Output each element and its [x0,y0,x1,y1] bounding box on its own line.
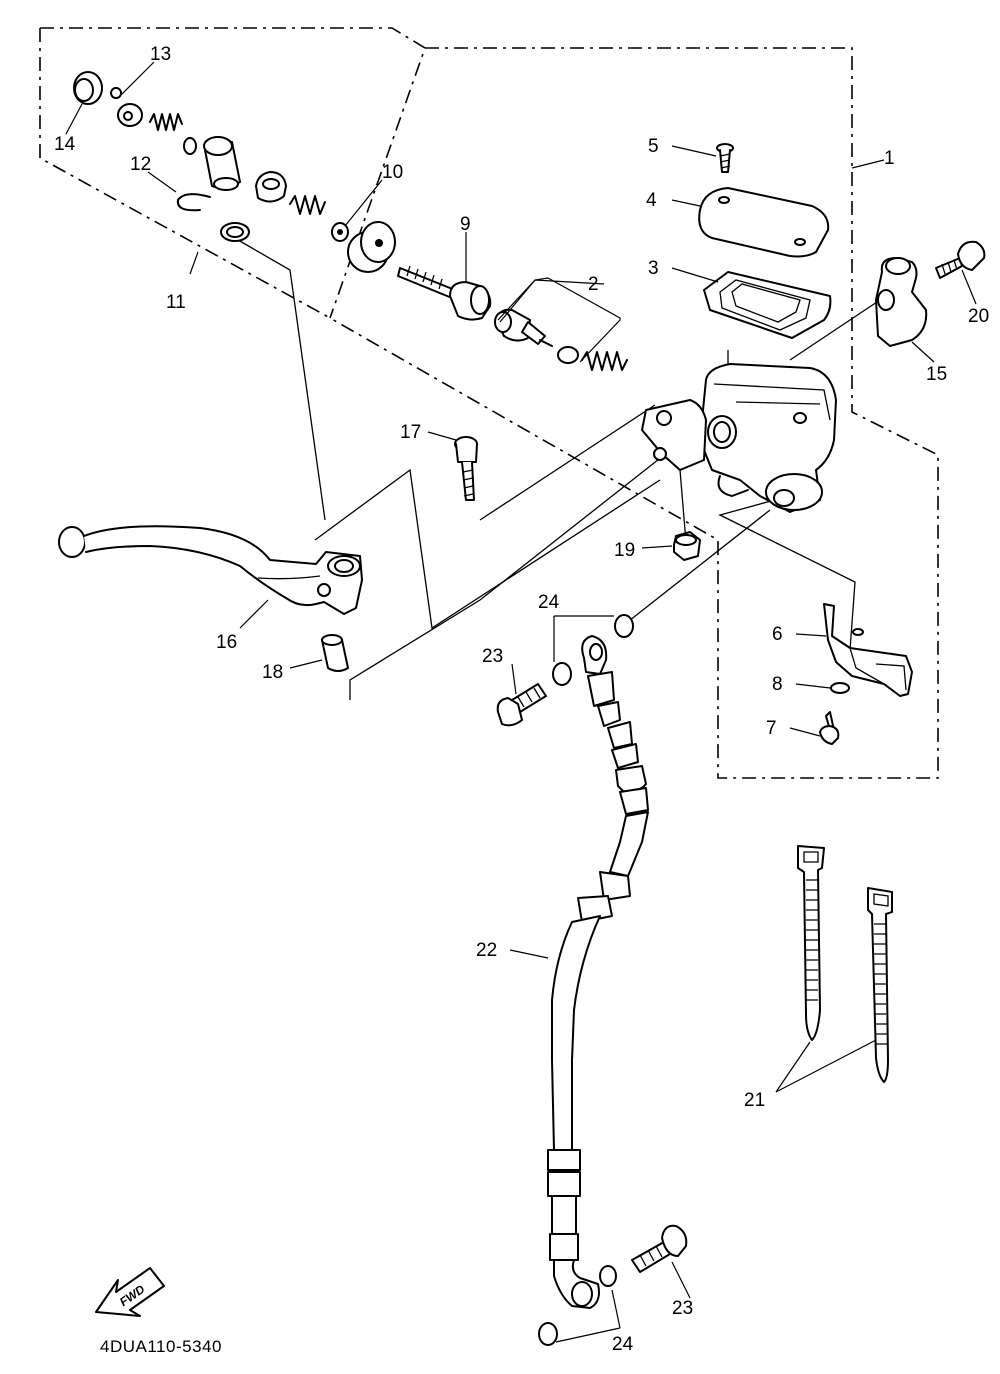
part-2-spring [581,351,628,371]
part-12-clip [176,193,211,212]
part-21-cable-tie-left [797,845,825,1041]
part-23-union-bolt-lower [631,1224,688,1273]
part-7-screw [819,711,840,745]
callout-3: 3 [648,258,659,279]
callout-22: 22 [476,940,497,961]
part-16-lever [58,525,363,615]
callout-15: 15 [926,364,947,385]
callout-16: 16 [216,632,237,653]
callout-17: 17 [400,422,421,443]
part-1-master-cylinder [641,363,837,513]
part-3-diaphragm [703,271,832,339]
knob-nut [255,171,287,203]
part-23-union-bolt-upper [496,683,547,727]
part-5-screw [716,143,734,173]
part-2-piston [494,308,553,347]
part-17-bolt [454,436,478,501]
callout-10: 10 [382,162,403,183]
group-boundary-1 [329,47,939,779]
part-24-washer-lower [538,1265,617,1346]
callout-2: 2 [588,274,599,295]
callout-11: 11 [166,292,186,313]
callout-7: 7 [766,718,777,739]
part-2-cup [557,346,579,364]
small-spring [149,113,183,131]
callout-9: 9 [460,214,471,235]
callout-12: 12 [130,154,151,175]
callout-14: 14 [54,134,76,155]
callout-23-upper: 23 [482,646,503,667]
callout-4: 4 [646,190,657,211]
part-20-bolt [935,240,986,279]
callout-23-lower: 23 [672,1298,693,1319]
callout-24-lower: 24 [612,1334,634,1355]
callout-5: 5 [648,136,659,157]
part-24-washer-upper [552,614,634,686]
part-6-brake-switch [823,603,913,697]
o-ring [220,222,250,242]
part-15-holder [875,257,928,347]
diagram-code: 4DUA110-5340 [100,1337,222,1356]
part-22-brake-hose [547,635,649,1309]
adjuster-body [203,136,241,191]
part-19-nut [673,531,701,561]
part-10-boot [347,221,396,273]
part-21-cable-tie-right [867,887,893,1083]
part-4-reservoir-cap [698,187,830,258]
callout-1: 1 [884,148,895,169]
callout-24-upper: 24 [538,592,560,613]
part-10-nut [331,222,349,242]
small-washer [183,137,197,155]
callout-6: 6 [772,624,783,645]
callout-8: 8 [772,674,783,695]
part-9-pushrod [397,265,492,321]
callout-19: 19 [614,540,635,561]
callout-20: 20 [968,306,989,327]
leader-lines [65,61,977,1343]
adjuster-spring [289,195,326,215]
group-boundary-11 [39,27,426,319]
part-8-washer [830,682,850,694]
callout-13: 13 [150,44,171,65]
callout-18: 18 [262,662,283,683]
callout-21: 21 [744,1090,765,1111]
small-nut [117,103,143,127]
part-14-cap [73,71,103,105]
part-18-collar [321,634,349,672]
callout-labels: 1 2 3 4 5 6 7 8 9 10 11 12 13 14 15 16 1… [54,44,989,1355]
fwd-arrow-icon: FWD [95,1267,165,1317]
